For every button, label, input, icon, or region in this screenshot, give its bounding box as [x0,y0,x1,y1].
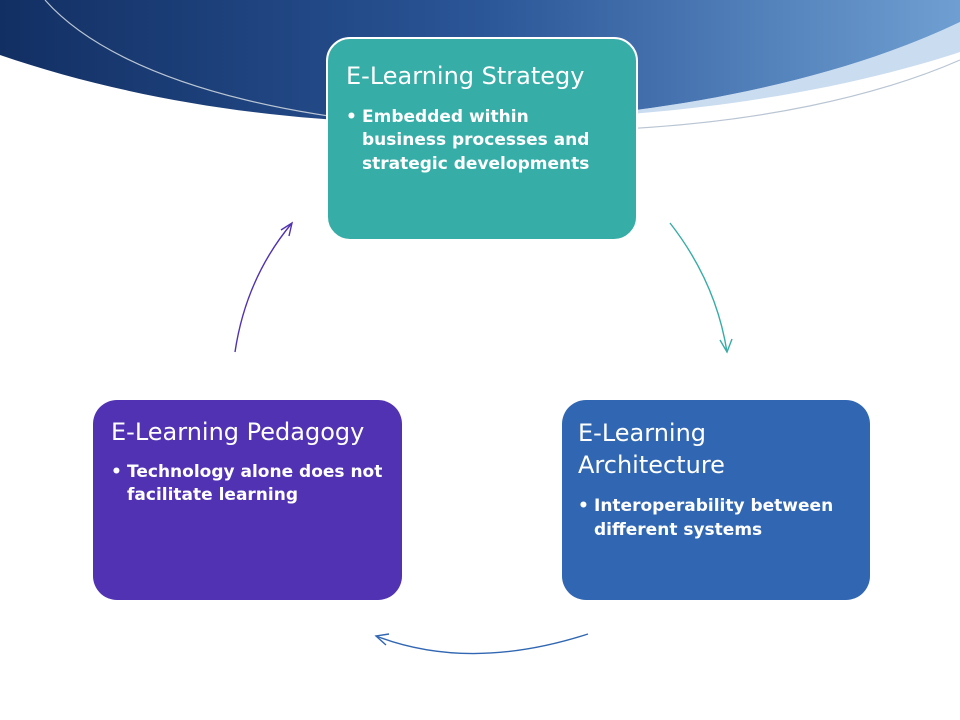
arrow-strategy-to-architecture [669,222,733,354]
architecture-node: E-Learning Architecture Interoperability… [562,400,870,600]
pedagogy-bullet: Technology alone does not facilitate lea… [111,461,386,508]
pedagogy-bullet-list: Technology alone does not facilitate lea… [111,461,386,508]
architecture-bullet: Interoperability between different syste… [578,495,854,542]
arrow-pedagogy-to-strategy [234,221,294,353]
pedagogy-node: E-Learning Pedagogy Technology alone doe… [93,400,402,600]
banner-light-band [560,22,960,118]
arrow-architecture-to-pedagogy [374,633,589,655]
strategy-node: E-Learning Strategy Embedded within busi… [326,37,638,241]
strategy-title: E-Learning Strategy [346,62,585,90]
strategy-bullet-list: Embedded within business processes and s… [346,106,618,176]
architecture-bullet-list: Interoperability between different syste… [578,495,854,542]
pedagogy-title: E-Learning Pedagogy [111,418,365,446]
architecture-title: E-Learning Architecture [578,419,725,479]
strategy-bullet: Embedded within business processes and s… [346,106,618,176]
